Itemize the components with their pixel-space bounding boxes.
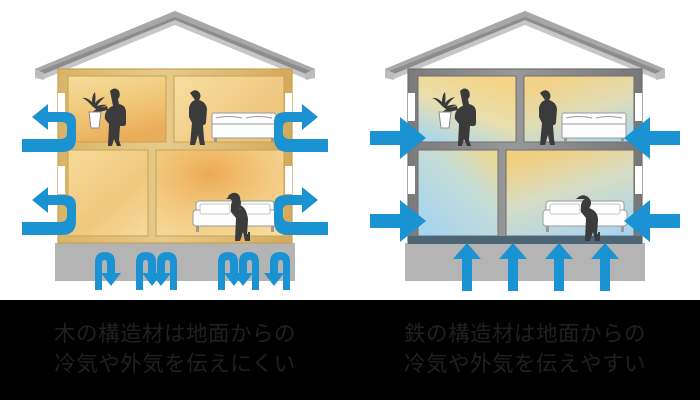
steel-arrow-right-upper (624, 117, 680, 159)
wood-arrow-bottom-3 (151, 252, 177, 290)
wood-window-left-upper (58, 93, 65, 121)
wood-bed (211, 112, 277, 142)
wood-house-panel (0, 0, 350, 300)
wood-person-bedroom (189, 90, 207, 145)
steel-arrow-bottom-group (453, 243, 619, 291)
steel-arrow-bottom-2 (499, 243, 527, 291)
steel-potted-plant (432, 92, 457, 129)
steel-caption-line-1: 鉄の構造材は地面からの (403, 322, 646, 347)
wood-arrow-bottom-5 (233, 252, 259, 290)
steel-person-livingroom (576, 195, 600, 241)
steel-window-right-upper (635, 93, 642, 121)
wood-arrow-bottom-6 (264, 252, 290, 290)
wood-caption-line-1: 木の構造材は地面からの (53, 322, 296, 347)
steel-arrow-left-lower (370, 200, 426, 242)
wood-arrow-bottom-2 (136, 252, 162, 290)
wood-house-illustration (22, 11, 328, 290)
wood-window-left-lower (58, 166, 65, 194)
steel-window-left-lower (408, 166, 415, 194)
steel-caption: 鉄の構造材は地面からの 冷気や外気を伝えやすい (350, 300, 700, 400)
wood-roof (35, 11, 315, 80)
wood-arrow-left-lower (22, 187, 76, 235)
wood-arrow-bottom-group (95, 252, 290, 290)
steel-arrow-right-lower (624, 200, 680, 242)
steel-window-left-upper (408, 93, 415, 121)
wood-caption: 木の構造材は地面からの 冷気や外気を伝えにくい (0, 300, 350, 400)
wood-potted-plant (82, 92, 107, 129)
steel-arrow-left-upper (370, 117, 426, 159)
steel-floor-beam (408, 236, 642, 244)
wood-arrow-right-lower (274, 187, 328, 235)
steel-bed (561, 112, 627, 142)
wood-room-lower-left (67, 149, 149, 237)
steel-arrow-bottom-3 (545, 243, 573, 291)
steel-window-right-lower (635, 166, 642, 194)
wood-arrow-left-upper (22, 104, 76, 152)
caption-band: 木の構造材は地面からの 冷気や外気を伝えにくい 鉄の構造材は地面からの 冷気や外… (0, 300, 700, 400)
wood-window-right-upper (285, 93, 292, 121)
wood-caption-line-2: 冷気や外気を伝えにくい (54, 352, 296, 377)
steel-roof (385, 11, 665, 80)
steel-house-panel (350, 0, 700, 300)
wood-arrow-bottom-1 (95, 252, 121, 290)
steel-room-lower-left (417, 149, 499, 237)
wood-arrow-right-upper (274, 104, 328, 152)
steel-house-illustration (370, 11, 680, 291)
steel-arrow-bottom-4 (591, 243, 619, 291)
steel-arrow-bottom-1 (453, 243, 481, 291)
steel-person-bedroom (539, 90, 557, 145)
wood-window-right-lower (285, 166, 292, 194)
steel-caption-line-2: 冷気や外気を伝えやすい (403, 352, 646, 377)
wood-person-livingroom (226, 192, 250, 241)
wood-arrow-bottom-4 (218, 252, 244, 290)
